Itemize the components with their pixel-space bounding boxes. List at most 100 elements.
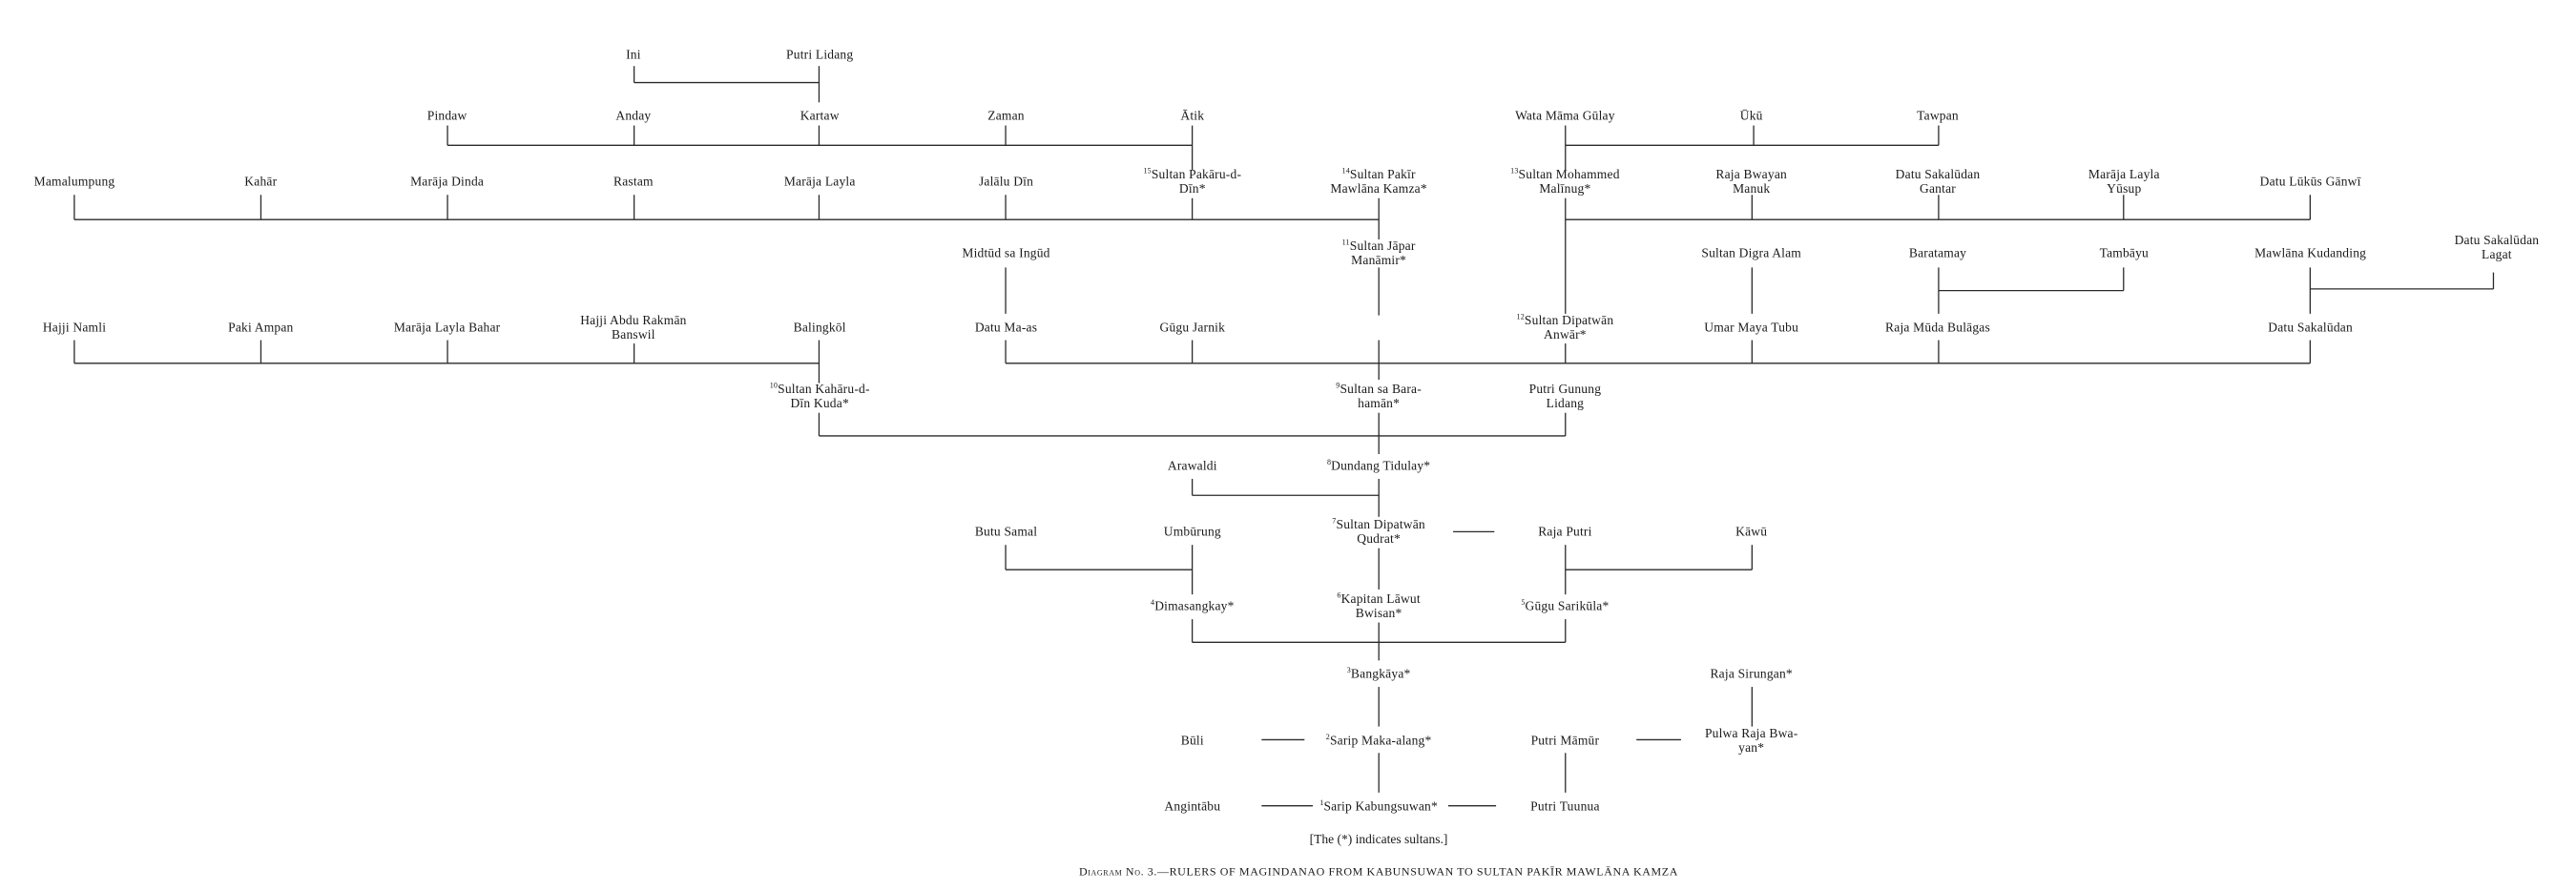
person-name-text: Pulwa Raja Bwa- [1704, 726, 1798, 740]
person-name-text: Gūgu Jarnik [1159, 320, 1226, 335]
person-name-line: Paki Ampan [228, 321, 293, 335]
person-name-line: Midtūd sa Ingūd [962, 246, 1049, 260]
person-jalalu-din: Jalālu Dīn [979, 175, 1033, 189]
ruler-order-number: 2 [1325, 733, 1330, 741]
person-name-text: Manāmir* [1351, 253, 1407, 267]
person-name-line: Ātik [1180, 109, 1204, 123]
person-datu-sakaludan: Datu Sakalūdan [2268, 321, 2353, 335]
person-name-text: Būli [1180, 733, 1204, 748]
person-raja-putri: Raja Putri [1538, 525, 1591, 539]
person-name-text: Anwār* [1544, 327, 1587, 342]
person-name-line: Rastam [613, 175, 654, 189]
person-name-line: 2Sarip Maka-alang* [1326, 734, 1432, 748]
person-name-line: Anday [615, 109, 651, 123]
person-name-text: Kapitan Lāwut [1340, 591, 1421, 606]
person-name-line: yan* [1705, 740, 1797, 755]
person-name-line: Manuk [1715, 181, 1787, 196]
person-name-line: Pulwa Raja Bwa- [1705, 726, 1797, 740]
person-name-text: Sultan Pakīr [1349, 167, 1416, 181]
ruler-order-number: 10 [769, 381, 779, 390]
person-atik: Ātik [1180, 109, 1204, 123]
person-name-line: Mawlāna Kudanding [2254, 246, 2366, 260]
person-name-text: Putri Lidang [786, 47, 854, 62]
person-name-line: Dīn Kuda* [770, 396, 870, 410]
person-sarip-kabungsuwan: 1Sarip Kabungsuwan* [1319, 799, 1438, 814]
person-name-line: 15Sultan Pakāru-d- [1143, 167, 1241, 181]
person-datu-ma-as: Datu Ma-as [975, 321, 1037, 335]
person-sultan-kaharu-d-din-kuda: 10Sultan Kahāru-d-Dīn Kuda* [770, 382, 870, 410]
person-name-line: Lidang [1529, 396, 1602, 410]
person-name-line: 6Kapitan Lāwut [1337, 591, 1420, 606]
person-name-text: Kāwū [1735, 524, 1768, 539]
person-name-line: 1Sarip Kabungsuwan* [1319, 799, 1438, 814]
person-name-text: Putri Gunung [1528, 382, 1602, 396]
person-name-text: Qudrat* [1357, 531, 1401, 546]
person-name-line: Tawpan [1917, 109, 1959, 123]
person-name-text: Banswil [612, 327, 655, 342]
person-name-line: Sultan Digra Alam [1701, 246, 1801, 260]
person-name-line: Baratamay [1909, 246, 1966, 260]
person-name-text: Kahār [244, 174, 278, 189]
person-name-text: Zaman [987, 108, 1025, 123]
person-name-text: Marāja Layla [783, 174, 856, 189]
person-name-text: Gantar [1920, 181, 1956, 196]
person-name-text: Mawlāna Kudanding [2254, 245, 2367, 260]
person-name-text: Ini [626, 47, 641, 62]
person-putri-mamur: Putri Māmūr [1531, 734, 1600, 748]
person-name-text: Yūsup [2107, 181, 2142, 196]
person-name-line: Ini [626, 48, 641, 62]
person-wata-mama-gulay: Wata Māma Gūlay [1515, 109, 1615, 123]
person-name-text: Midtūd sa Ingūd [962, 245, 1050, 260]
person-name-line: Marāja Layla Bahar [394, 321, 501, 335]
person-dundang-tidulay: 8Dundang Tidulay* [1327, 459, 1430, 473]
person-rastam: Rastam [613, 175, 654, 189]
person-umburung: Umbūrung [1164, 525, 1221, 539]
person-name-line: Angintābu [1164, 799, 1220, 814]
person-name-line: Qudrat* [1332, 531, 1425, 546]
person-name-line: Ūkū [1740, 109, 1763, 123]
ruler-order-number: 7 [1332, 516, 1337, 526]
person-name-line: Datu Sakalūdan [2455, 233, 2540, 247]
person-kahar: Kahār [244, 175, 277, 189]
ruler-order-number: 11 [1341, 238, 1350, 247]
person-kawu: Kāwū [1735, 525, 1767, 539]
person-sultan-digra-alam: Sultan Digra Alam [1701, 246, 1801, 260]
ruler-order-number: 9 [1336, 381, 1340, 390]
person-name-line: 12Sultan Dipatwān [1517, 313, 1614, 327]
person-angintabu: Angintābu [1164, 799, 1220, 814]
person-name-line: hamān* [1336, 396, 1422, 410]
person-maraja-dinda: Marāja Dinda [410, 175, 484, 189]
person-name-text: Paki Ampan [228, 320, 294, 335]
person-name-text: Raja Bwayan [1715, 167, 1787, 181]
person-name-text: Raja Sirungan* [1710, 666, 1793, 681]
ruler-order-number: 8 [1326, 458, 1332, 466]
ruler-order-number: 5 [1521, 598, 1526, 607]
person-name-line: Marāja Layla [784, 175, 856, 189]
person-name-text: Dimasangkay* [1154, 598, 1235, 613]
person-name-line: Manāmir* [1342, 253, 1416, 267]
person-name-text: Gūgu Sarikūla* [1525, 598, 1610, 613]
person-name-text: Wata Māma Gūlay [1515, 108, 1615, 123]
person-name-line: Gūgu Jarnik [1160, 321, 1226, 335]
person-paki-ampan: Paki Ampan [228, 321, 293, 335]
person-name-text: Dīn* [1178, 181, 1206, 196]
person-name-text: Lagat [2482, 247, 2512, 261]
person-name-text: Sarip Kabungsuwan* [1323, 798, 1438, 814]
person-name-line: Marāja Layla [2088, 167, 2160, 181]
person-name-text: Angintābu [1164, 798, 1221, 814]
person-name-text: Datu Sakalūdan [2268, 320, 2353, 335]
person-name-line: Putri Gunung [1529, 382, 1602, 396]
person-name-line: Raja Bwayan [1715, 167, 1787, 181]
person-name-line: Malīnug* [1510, 181, 1620, 196]
person-name-text: Sultan Pakāru-d- [1151, 167, 1242, 181]
person-name-text: Dundang Tidulay* [1331, 458, 1431, 473]
person-name-line: Hajji Namli [43, 321, 106, 335]
person-name-text: Jalālu Dīn [978, 174, 1034, 189]
person-name-text: Mawlāna Kamza* [1330, 181, 1427, 196]
person-name-text: Datu Lūkūs Gānwī [2259, 174, 2361, 189]
